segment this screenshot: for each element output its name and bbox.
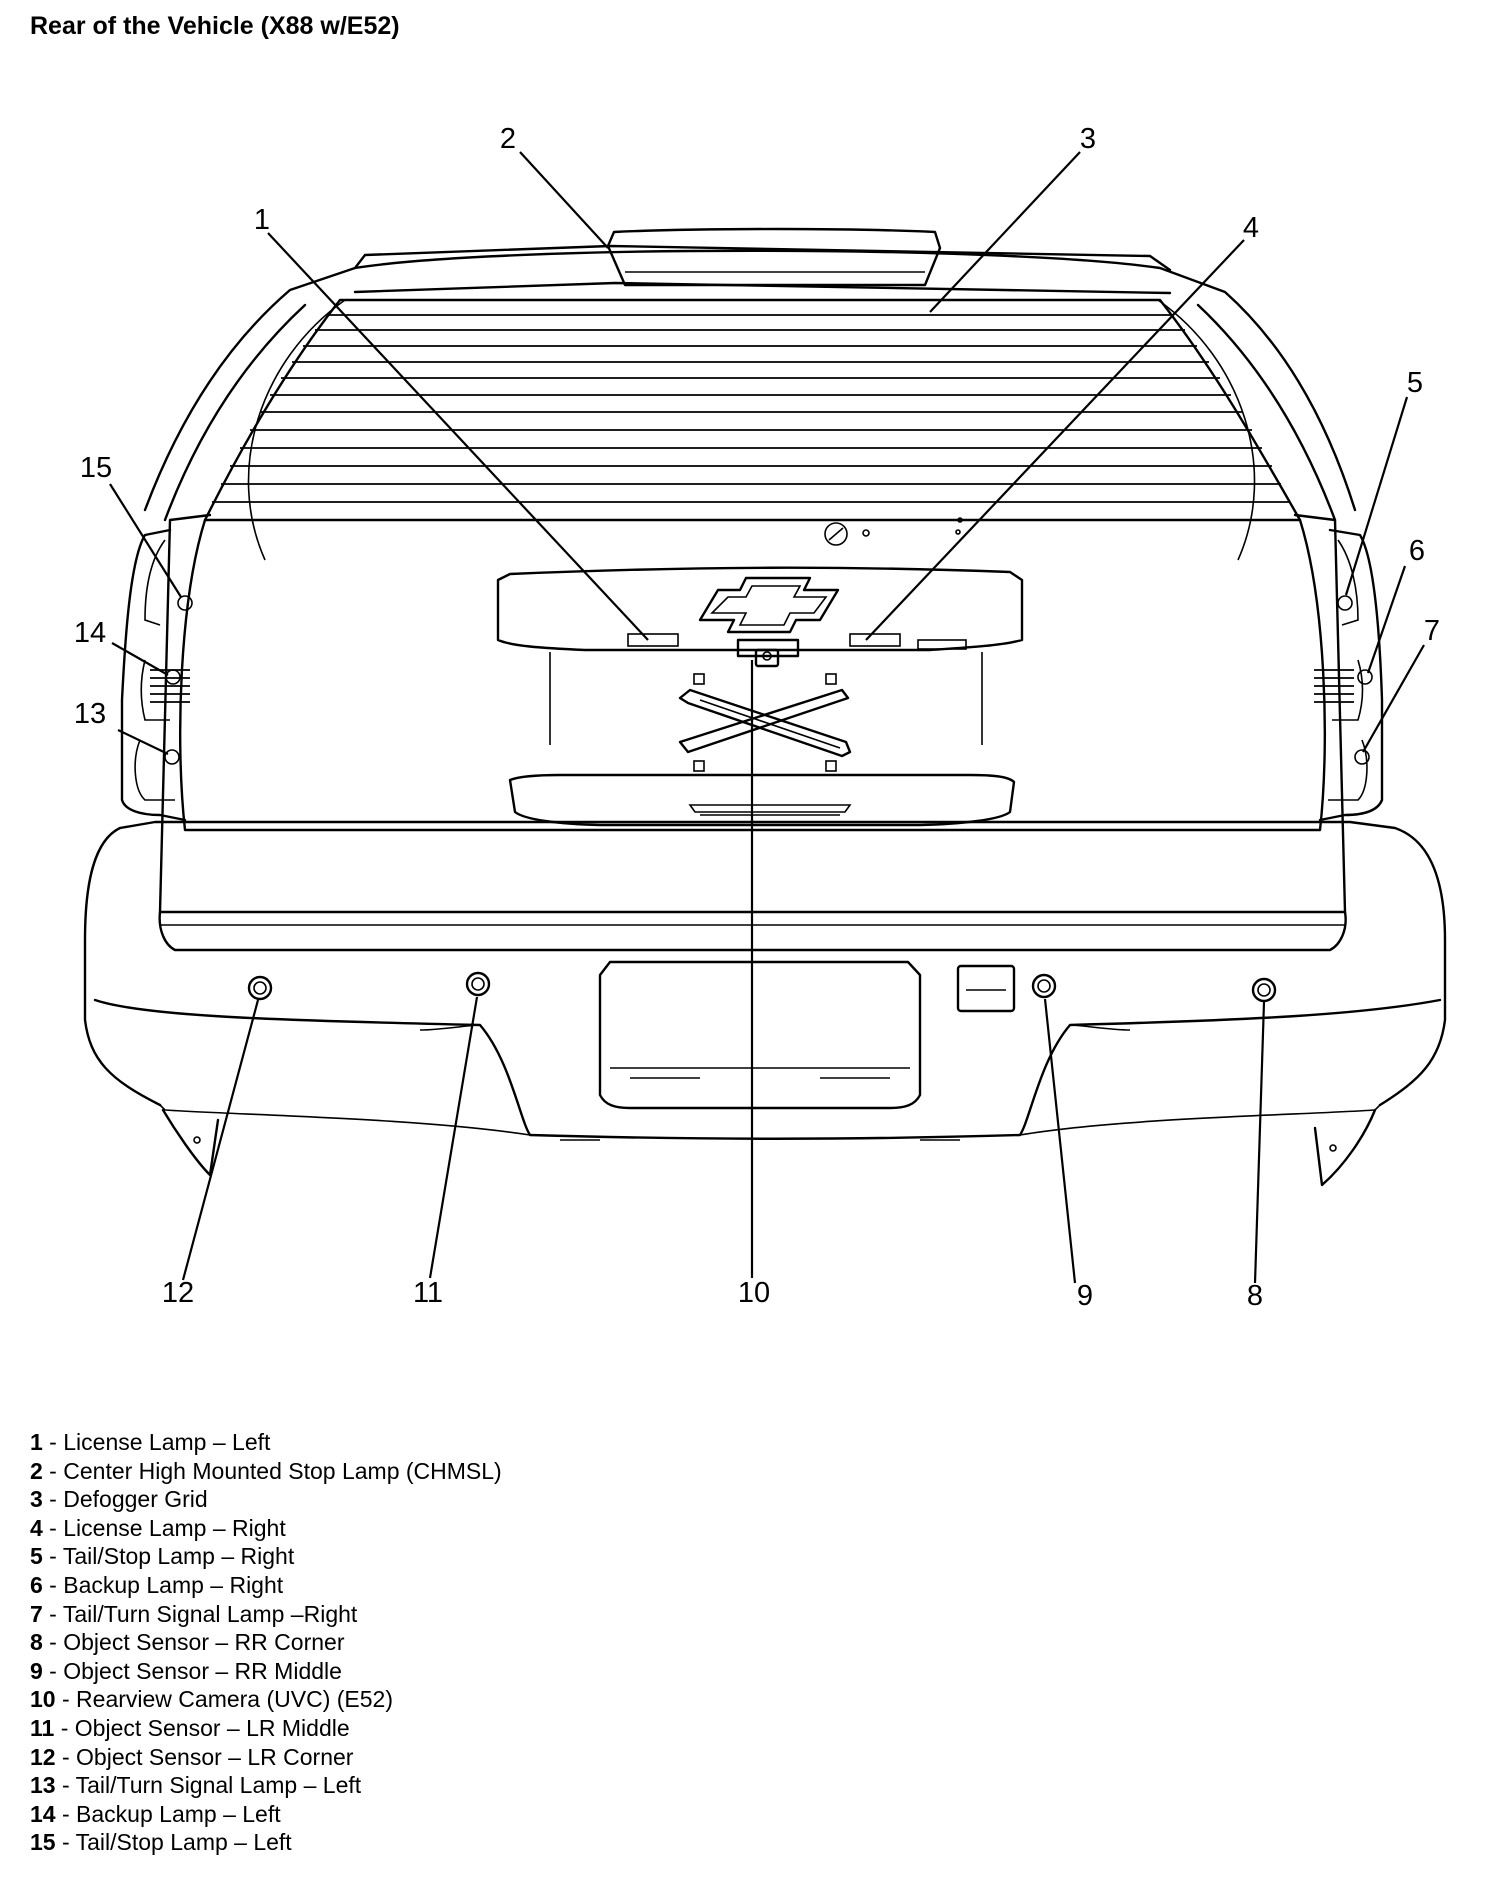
- vehicle-rear-diagram: 1 2 3 4 5 6 7 8 9 10 11 12 13 14 15: [74, 123, 1447, 1312]
- spoiler-chmsl: [353, 227, 1172, 295]
- legend-item-13: 13 - Tail/Turn Signal Lamp – Left: [30, 1772, 362, 1799]
- applique-bar: [496, 566, 1024, 652]
- callout-4: 4: [1243, 212, 1259, 244]
- callout-7: 7: [1424, 615, 1440, 647]
- legend-item-9: 9 - Object Sensor – RR Middle: [30, 1657, 342, 1684]
- callout-11: 11: [413, 1277, 443, 1309]
- leader-lines: [109, 151, 1425, 1284]
- callout-9: 9: [1077, 1280, 1093, 1312]
- callout-2: 2: [500, 123, 516, 155]
- left-tail-lamp: [120, 528, 193, 822]
- legend-item-15: 15 - Tail/Stop Lamp – Left: [30, 1829, 292, 1856]
- rear-bumper: [83, 820, 1447, 1187]
- right-tail-lamp: [1314, 528, 1384, 822]
- legend-item-2: 2 - Center High Mounted Stop Lamp (CHMSL…: [30, 1457, 502, 1484]
- legend-item-3: 3 - Defogger Grid: [30, 1486, 208, 1513]
- roof-outline: [143, 249, 1357, 561]
- rearview-camera: [736, 638, 800, 668]
- callout-3: 3: [1080, 123, 1096, 155]
- callout-13: 13: [74, 698, 106, 730]
- lower-garnish: [508, 773, 1016, 827]
- callout-1: 1: [254, 204, 270, 236]
- hitch-receiver: [956, 964, 1016, 1013]
- callout-12: 12: [162, 1277, 194, 1309]
- object-sensors: [247, 971, 1277, 1003]
- callout-numbers: 1 2 3 4 5 6 7 8 9 10 11 12 13 14 15: [74, 123, 1440, 1312]
- callout-6: 6: [1409, 535, 1425, 567]
- legend-item-6: 6 - Backup Lamp – Right: [30, 1571, 284, 1598]
- callout-15: 15: [80, 452, 112, 484]
- legend-item-4: 4 - License Lamp – Right: [30, 1514, 286, 1541]
- legend-item-10: 10 - Rearview Camera (UVC) (E52): [30, 1686, 394, 1713]
- legend-item-7: 7 - Tail/Turn Signal Lamp –Right: [30, 1600, 358, 1627]
- callout-5: 5: [1407, 367, 1423, 399]
- defogger-grid-lines: [212, 314, 1290, 503]
- callout-14: 14: [74, 617, 106, 649]
- page-title: Rear of the Vehicle (X88 w/E52): [30, 12, 400, 40]
- license-plate-recess: [598, 960, 922, 1110]
- legend-item-11: 11 - Object Sensor – LR Middle: [30, 1714, 350, 1741]
- callout-10: 10: [738, 1277, 770, 1309]
- legend-item-12: 12 - Object Sensor – LR Corner: [30, 1743, 354, 1770]
- legend-list: 1 - License Lamp – Left 2 - Center High …: [30, 1428, 502, 1857]
- legend-item-8: 8 - Object Sensor – RR Corner: [30, 1629, 345, 1656]
- bowtie-emblem: [698, 576, 840, 634]
- legend-item-1: 1 - License Lamp – Left: [30, 1429, 271, 1455]
- legend-item-5: 5 - Tail/Stop Lamp – Right: [30, 1543, 295, 1570]
- license-pocket: [549, 652, 983, 772]
- legend-item-14: 14 - Backup Lamp – Left: [30, 1800, 281, 1827]
- rear-window: [203, 298, 1302, 522]
- callout-8: 8: [1247, 1280, 1263, 1312]
